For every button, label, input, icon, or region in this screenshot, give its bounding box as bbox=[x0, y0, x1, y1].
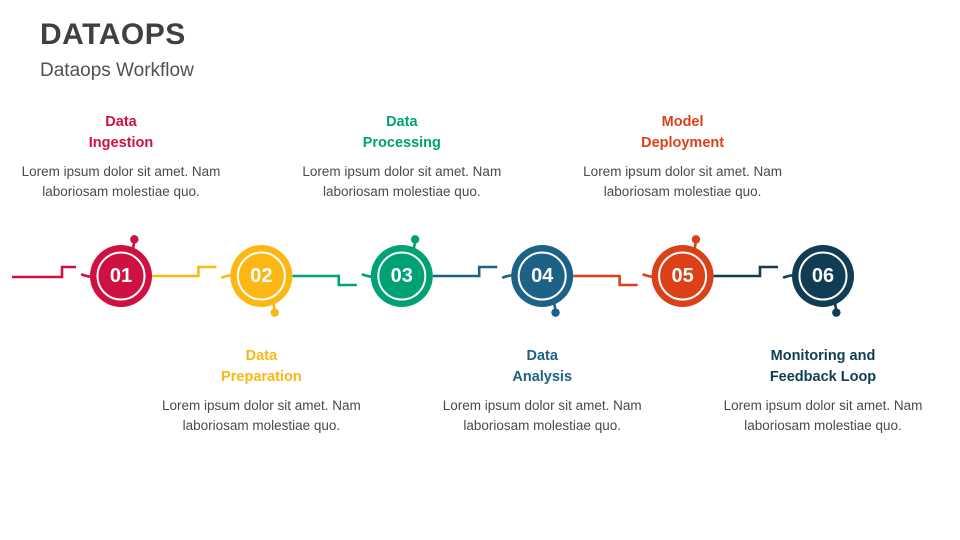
step-body-06: Lorem ipsum dolor sit amet. Nam laborios… bbox=[723, 398, 923, 433]
connector-line-04 bbox=[432, 265, 498, 278]
connector-line-06 bbox=[713, 265, 778, 278]
step-body-03: Lorem ipsum dolor sit amet. Nam laborios… bbox=[302, 164, 502, 199]
node-number-02: 02 bbox=[250, 265, 273, 287]
step-body-05: Lorem ipsum dolor sit amet. Nam laborios… bbox=[583, 164, 782, 199]
connector-line-incoming bbox=[12, 265, 76, 279]
node-number-01: 01 bbox=[109, 265, 133, 287]
node-number-03: 03 bbox=[390, 265, 413, 287]
node-arc-dot-06 bbox=[832, 308, 841, 317]
step-body-04: Lorem ipsum dolor sit amet. Nam laborios… bbox=[442, 398, 642, 433]
step-body-02: Lorem ipsum dolor sit amet. Nam laborios… bbox=[161, 398, 361, 433]
node-arc-dot-03 bbox=[410, 235, 420, 244]
step-body-01: Lorem ipsum dolor sit amet. Nam laborios… bbox=[21, 164, 221, 199]
connector-line-03 bbox=[292, 274, 357, 287]
node-arc-dot-02 bbox=[270, 308, 279, 317]
node-number-05: 05 bbox=[671, 265, 694, 287]
page-title: DATAOPS bbox=[40, 18, 186, 51]
connector-line-02 bbox=[152, 265, 217, 278]
page-subtitle: Dataops Workflow bbox=[40, 59, 194, 81]
node-number-04: 04 bbox=[531, 265, 554, 287]
node-arc-dot-04 bbox=[551, 308, 560, 317]
connector-line-05 bbox=[573, 274, 638, 287]
node-arc-dot-05 bbox=[691, 235, 701, 244]
node-arc-dot-01 bbox=[130, 235, 139, 244]
slide-header: DATAOPS Dataops Workflow bbox=[40, 18, 640, 82]
circle-layer bbox=[90, 245, 854, 307]
node-number-06: 06 bbox=[811, 265, 835, 287]
arc-layer bbox=[80, 235, 841, 317]
